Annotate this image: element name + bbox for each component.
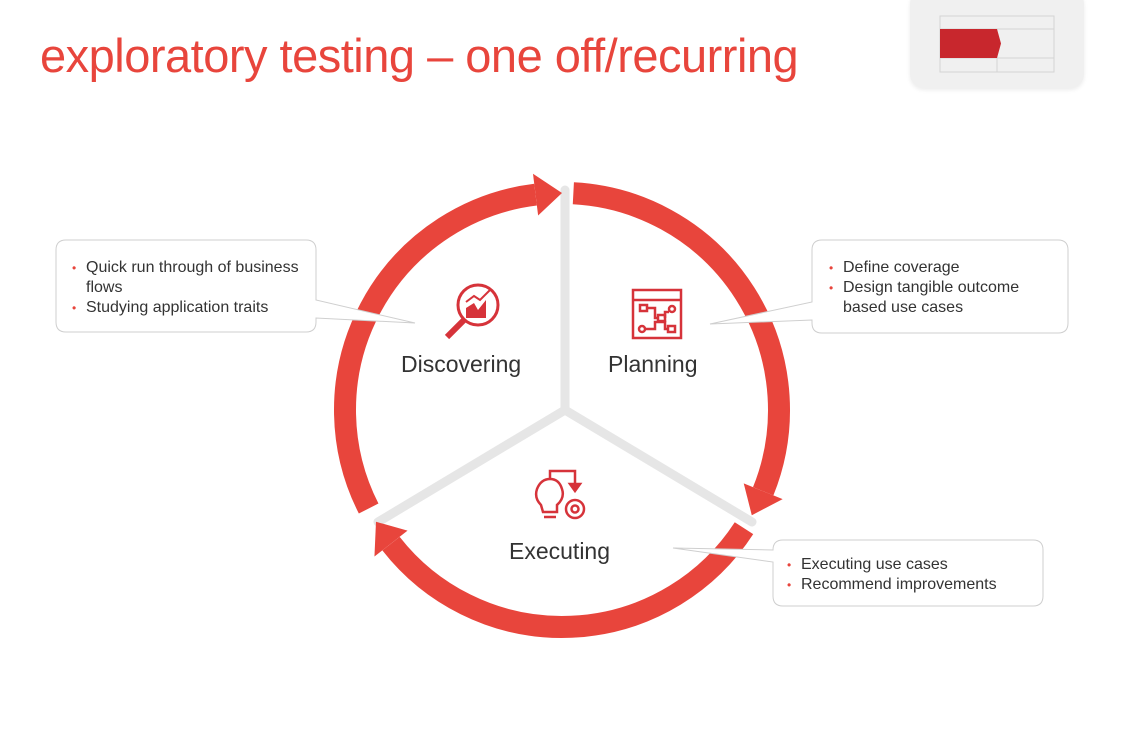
callout-item: Studying application traits xyxy=(70,298,310,318)
slide-title: exploratory testing – one off/recurring xyxy=(40,29,799,82)
progress-thumbnail xyxy=(910,0,1084,88)
arrowhead-icon xyxy=(743,483,783,516)
callout-item: Design tangible outcome based use cases xyxy=(827,278,1063,318)
workflow-window-icon xyxy=(631,288,683,340)
arrowhead-icon xyxy=(374,521,408,557)
arc-arrow-executing xyxy=(382,522,754,638)
bulb-gear-icon xyxy=(534,469,586,520)
stage-label-discovering: Discovering xyxy=(401,351,522,377)
callout-planning: Define coverage Design tangible outcome … xyxy=(827,258,1063,318)
callout-item: Quick run through of business flows xyxy=(70,258,310,298)
stage-label-planning: Planning xyxy=(608,351,698,377)
segment-dividers xyxy=(373,185,757,527)
magnifier-chart-icon xyxy=(444,283,500,340)
arc-arrow-discovering xyxy=(334,183,537,514)
callout-item: Executing use cases xyxy=(785,555,1045,575)
callout-executing: Executing use cases Recommend improvemen… xyxy=(785,555,1045,595)
arrowhead-icon xyxy=(532,173,562,216)
callout-item: Define coverage xyxy=(827,258,1063,278)
arc-arrow-planning xyxy=(572,182,790,496)
callout-item: Recommend improvements xyxy=(785,575,1045,595)
callout-discovering: Quick run through of business flows Stud… xyxy=(70,258,310,318)
progress-table-icon xyxy=(939,15,1055,73)
stage-label-executing: Executing xyxy=(509,538,611,564)
